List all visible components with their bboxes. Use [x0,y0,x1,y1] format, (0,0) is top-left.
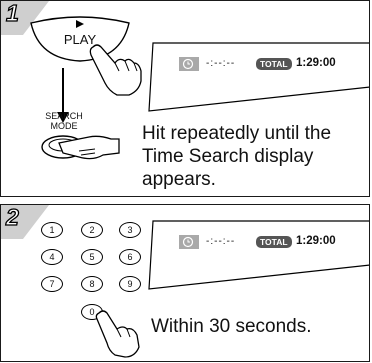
play-arrow-icon [76,20,84,28]
key-4[interactable]: 4 [41,249,63,265]
key-2[interactable]: 2 [81,222,103,238]
key-8[interactable]: 8 [81,276,103,292]
key-6[interactable]: 6 [119,249,141,265]
step-number: 2 [5,204,19,230]
clock-glyph [182,58,194,70]
total-time: 1:29:00 [296,57,336,69]
step-2-panel: 2 1 2 3 4 5 6 7 8 9 0 -:--:-- TOTAL 1:29… [0,204,370,362]
tv-screen [148,42,369,112]
clock-glyph [182,236,194,248]
down-arrow-icon [57,68,69,123]
total-badge: TOTAL [256,58,292,70]
key-3[interactable]: 3 [119,222,141,238]
key-9[interactable]: 9 [119,276,141,292]
total-badge: TOTAL [256,236,292,248]
key-5[interactable]: 5 [81,249,103,265]
step-corner-tab [1,205,49,239]
step-corner-tab [1,1,49,35]
search-mode-button[interactable] [39,129,139,179]
pointing-hand-icon [89,44,142,96]
time-search-placeholder: -:--:-- [206,58,236,69]
step-number: 1 [5,0,19,26]
key-7[interactable]: 7 [41,276,63,292]
step-1-instruction: Hit repeatedly until the Time Search dis… [142,123,332,190]
play-button-label[interactable]: PLAY [63,32,97,47]
step-2-instruction: Within 30 seconds. [151,316,312,337]
search-mode-label: SEARCH MODE [45,111,83,131]
step-1-panel: 1 PLAY SEARCH MODE -:--:-- TOTAL 1:29:00… [0,0,370,197]
pointing-hand-icon [95,310,140,358]
play-button-shape [30,16,130,62]
total-time: 1:29:00 [296,235,336,247]
key-1[interactable]: 1 [41,222,63,238]
time-search-placeholder: -:--:-- [206,236,236,247]
tv-screen [148,220,369,290]
